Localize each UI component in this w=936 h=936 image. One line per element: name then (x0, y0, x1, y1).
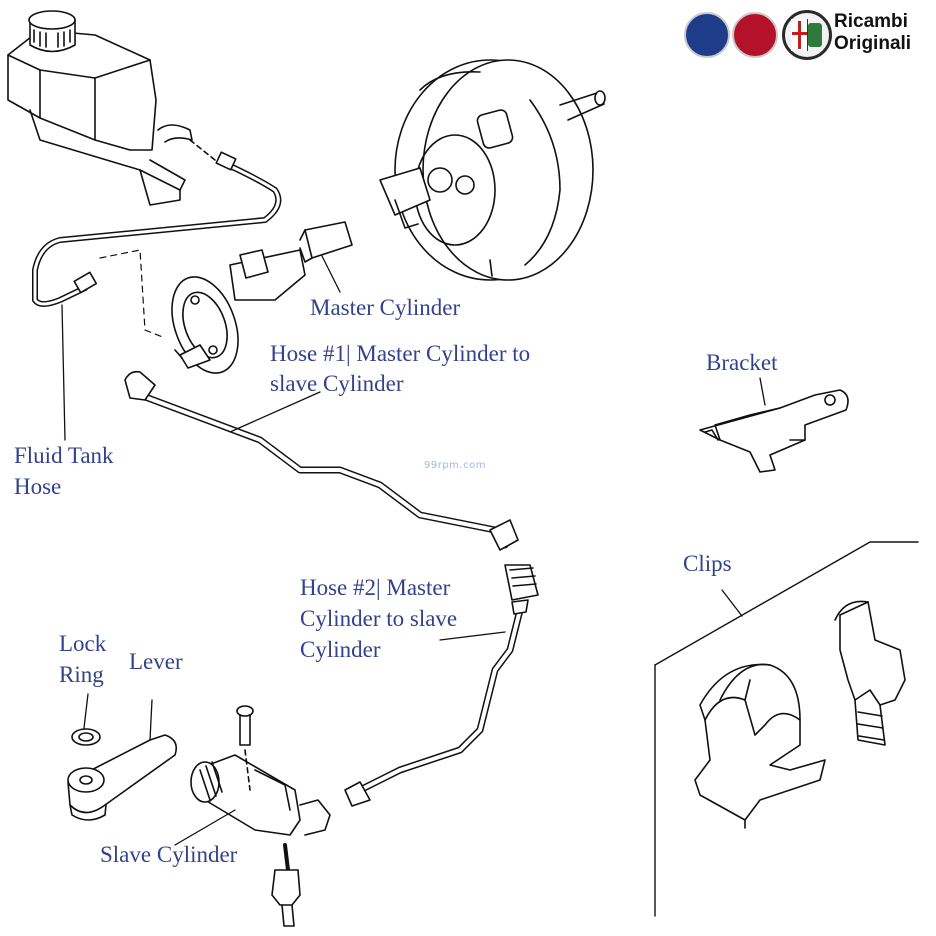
clips-panel (654, 541, 919, 917)
label-hose-2-line-2: Cylinder to slave (300, 606, 458, 631)
label-clips: Clips (683, 551, 732, 576)
label-master-cylinder: Master Cylinder (310, 295, 461, 320)
brake-booster (379, 59, 606, 281)
brand-line-2: Originali (834, 33, 912, 54)
watermark: 99rpm.com (424, 460, 486, 471)
bracket (699, 389, 849, 473)
lock-ring (71, 728, 101, 746)
alfa-romeo-logo (782, 10, 832, 60)
master-cylinder (171, 221, 353, 374)
label-bracket: Bracket (706, 350, 778, 375)
slave-cylinder (190, 705, 331, 927)
label-lever: Lever (129, 649, 183, 674)
label-lock-ring-line-2: Ring (59, 662, 104, 687)
label-lock-ring-line-1: Lock (59, 631, 107, 656)
lancia-logo (684, 12, 730, 58)
label-hose-2-line-3: Cylinder (300, 637, 381, 662)
leader-lines (61, 255, 766, 846)
label-hose-1-line-1: Hose #1| Master Cylinder to (270, 341, 531, 366)
label-fluid-tank-line-2: Hose (14, 474, 62, 499)
label-hose-1-line-2: slave Cylinder (270, 371, 404, 396)
hose-2 (344, 564, 539, 807)
fluid-tank-hose (32, 139, 282, 339)
label-fluid-tank-line-1: Fluid Tank (14, 443, 114, 468)
fiat-logo (732, 12, 778, 58)
brand-line-1: Ricambi (834, 11, 908, 32)
lever (67, 734, 178, 821)
hose-1 (124, 370, 519, 551)
fluid-reservoir (7, 10, 193, 206)
label-slave-cylinder: Slave Cylinder (100, 842, 238, 867)
label-hose-2-line-1: Hose #2| Master (300, 575, 451, 600)
